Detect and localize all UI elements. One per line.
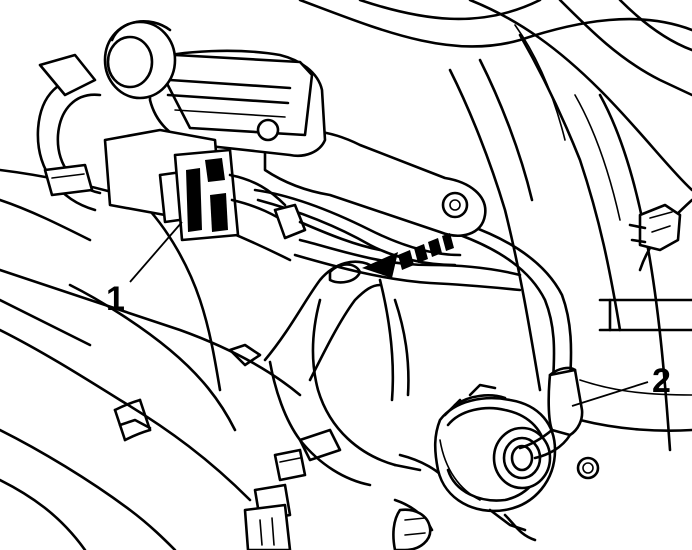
removal-direction-arrow <box>362 233 454 278</box>
central-bracket <box>263 260 422 487</box>
manifold-clip <box>628 203 682 252</box>
sensor-bracket-arm <box>253 129 522 292</box>
callout-2-leader <box>571 381 649 407</box>
vacuum-valve <box>433 383 557 542</box>
callout-1-label: 1 <box>106 280 125 318</box>
callout-2-label: 2 <box>652 362 671 400</box>
callout-1-leader <box>129 221 183 283</box>
electrical-connector-plug <box>103 128 382 252</box>
temperature-sensor-housing <box>103 20 327 158</box>
intake-manifold-runners <box>298 0 692 452</box>
callout-leaders <box>129 221 649 407</box>
vacuum-hose <box>458 223 584 460</box>
loop-clamp <box>36 53 102 212</box>
lower-fittings <box>243 448 600 550</box>
